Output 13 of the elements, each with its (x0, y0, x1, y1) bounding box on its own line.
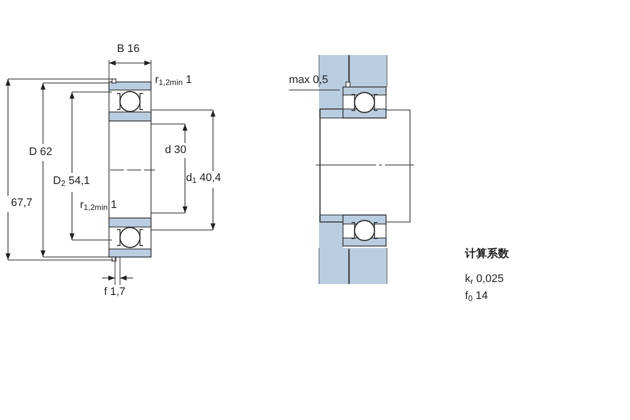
dimension-label: B 16 (117, 43, 140, 56)
table-heading: 计算系数 (465, 248, 509, 261)
dimension-label: max 0,5 (289, 74, 328, 87)
dimension-label: D 62 (29, 146, 52, 159)
dimension-label: r$_{1,2min}$ 1 (80, 199, 117, 212)
dimension-label: D$_{2}$ 54,1 (53, 175, 90, 188)
dimension-label: d 30 (165, 144, 186, 157)
dimension-label: r$_{1,2min}$ 1 (155, 74, 192, 87)
factor-label: k$_{r}$ 0,025 (465, 273, 504, 286)
dimension-label: d$_{1}$ 40,4 (186, 172, 222, 185)
factor-label: f$_{0}$ 14 (465, 290, 488, 303)
dimension-label: 67,7 (11, 197, 32, 210)
dimension-label: f 1,7 (104, 286, 126, 299)
